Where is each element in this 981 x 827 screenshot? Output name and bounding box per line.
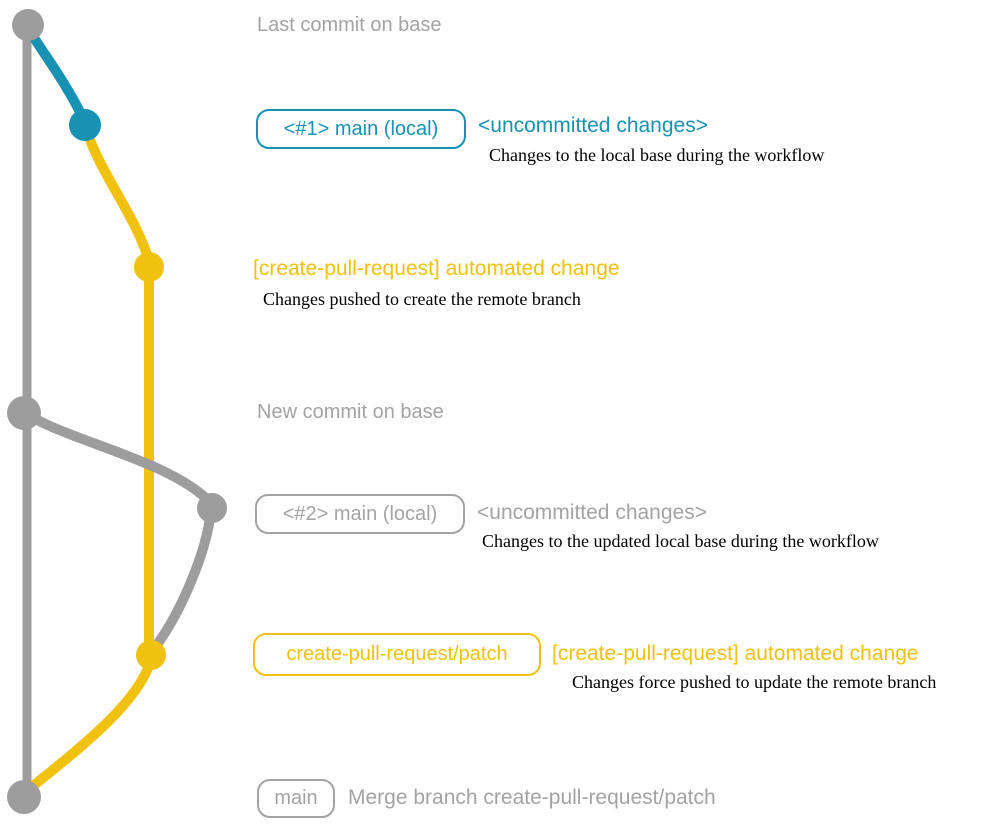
status-uncommitted-changes-2: <uncommitted changes> (477, 501, 707, 524)
commit-dot-remote-branch-1 (134, 252, 164, 282)
label-new-commit-on-base: New commit on base (257, 401, 444, 423)
label-last-commit-on-base: Last commit on base (257, 14, 442, 36)
commit-message-automated-change-2: [create-pull-request] automated change (552, 642, 919, 665)
branch-badge-main: main (257, 779, 335, 818)
branch-badge-main-local-2-label: <#2> main (local) (282, 502, 438, 525)
branch-badge-create-pull-request-patch: create-pull-request/patch (253, 633, 541, 676)
branch-badge-main-local-2: <#2> main (local) (255, 494, 465, 534)
branch-badge-main-label: main (274, 787, 318, 809)
updated-local-branch-line-in (148, 505, 216, 655)
status-uncommitted-changes-1: <uncommitted changes> (478, 114, 708, 137)
commit-dot-last-commit-on-base (12, 9, 44, 41)
branch-badge-create-pull-request-patch-label: create-pull-request/patch (286, 643, 508, 665)
commit-dot-new-commit-on-base (7, 396, 41, 430)
commit-dot-local-uncommitted-1 (69, 109, 101, 141)
commit-dot-local-uncommitted-2 (197, 493, 227, 523)
commit-message-merge-branch: Merge branch create-pull-request/patch (348, 786, 716, 809)
description-local-base-changes-1: Changes to the local base during the wor… (489, 145, 825, 165)
description-local-base-changes-2: Changes to the updated local base during… (482, 531, 879, 551)
commit-dot-merge-commit (7, 780, 41, 814)
description-push-create-remote: Changes pushed to create the remote bran… (263, 289, 581, 309)
local-changes-branch-line-1 (24, 25, 89, 125)
merge-branch-line (23, 653, 156, 795)
remote-branch-push-line-1 (81, 123, 153, 263)
branch-badge-main-local-1-label: <#1> main (local) (283, 117, 439, 140)
commit-message-automated-change-1: [create-pull-request] automated change (253, 257, 620, 280)
updated-local-branch-line-out (20, 408, 216, 508)
description-force-push-update-remote: Changes force pushed to update the remot… (572, 672, 937, 692)
branch-badge-main-local-1: <#1> main (local) (256, 109, 466, 149)
commit-dot-remote-branch-2 (136, 640, 166, 670)
